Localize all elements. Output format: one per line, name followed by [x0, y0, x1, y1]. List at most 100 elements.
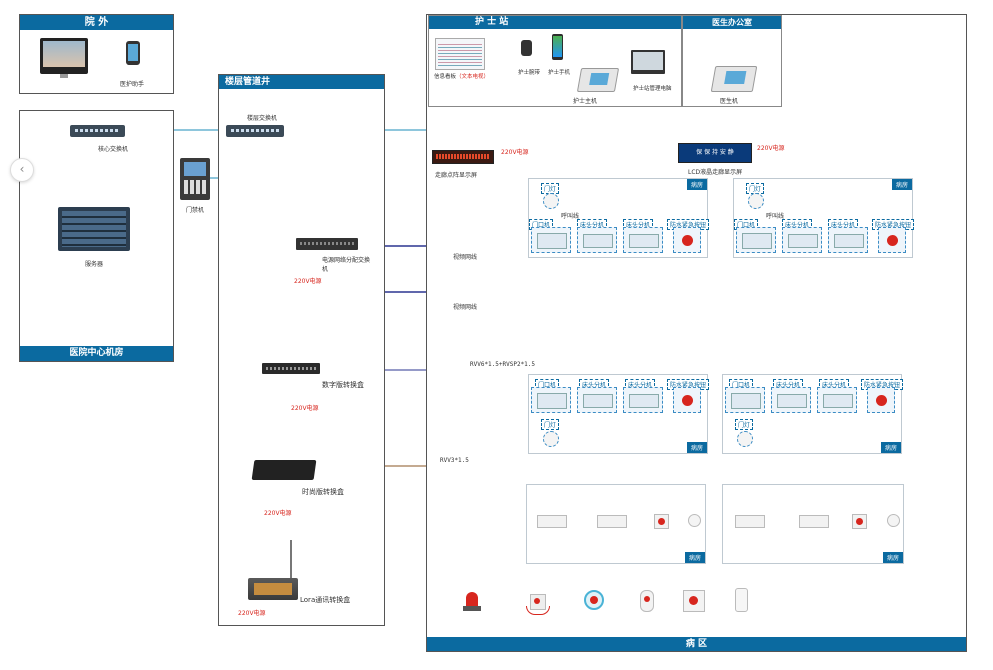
emergency-icon — [878, 227, 906, 253]
call-unit-icon — [537, 515, 567, 528]
bed-unit-icon — [623, 387, 663, 413]
siren-icon — [463, 592, 481, 612]
care-assistant-label: 医护助手 — [120, 81, 145, 88]
lora-box-label: Lora通讯转换盒 — [300, 596, 351, 604]
server-icon — [58, 207, 130, 251]
pendant-icon — [640, 590, 654, 612]
room-badge: 病房 — [684, 552, 705, 563]
nurse-phone-label: 护士手机 — [548, 70, 571, 76]
shaft-title: 楼层管道井 — [219, 75, 384, 89]
phone-icon — [126, 41, 140, 65]
room-badge: 病房 — [882, 552, 903, 563]
nurse-station-title: 护 士 站 — [429, 16, 681, 29]
call-unit-icon — [597, 515, 627, 528]
core-switch-icon — [70, 125, 125, 137]
monitor-icon — [40, 38, 88, 78]
nurse-host-label: 护士主机 — [573, 98, 598, 105]
ward-room-digital-1: 病房 门口机 床头分机 床头分机 防水紧急按钮 门灯 — [528, 374, 710, 454]
emergency-icon — [867, 387, 895, 413]
emergency-icon — [673, 387, 701, 413]
info-board-icon — [435, 38, 485, 70]
door-unit-icon — [531, 387, 571, 413]
video-line-label-2: 视频网线 — [453, 304, 478, 311]
emergency-icon — [673, 227, 701, 253]
callpen-label: 呼叫线 — [561, 213, 580, 220]
outside-panel: 院 外 医护助手 — [19, 14, 174, 94]
pull-cord-icon — [526, 594, 550, 615]
door-unit-icon — [531, 227, 571, 253]
door-light-icon — [543, 431, 559, 447]
lcd-screen-label: LCD液晶走廊显示屏 — [688, 169, 743, 176]
nurse-host-icon — [576, 68, 620, 92]
corridor-led-icon — [432, 150, 494, 164]
room-badge: 病房 — [880, 442, 901, 453]
power-network-switch-label: 电源网络分配交换机 — [322, 257, 371, 273]
power-network-switch-icon — [296, 238, 358, 250]
door-access-icon — [180, 158, 210, 200]
bed-unit-icon — [828, 227, 868, 253]
bed-unit-icon — [577, 227, 617, 253]
prev-arrow-icon[interactable]: ‹ — [10, 158, 34, 182]
call-unit-icon — [799, 515, 829, 528]
datacenter-title: 医院中心机房 — [20, 346, 173, 361]
rvv-digital-label: RVV6*1.5+RVSP2*1.5 — [470, 361, 536, 368]
outside-title: 院 外 — [20, 15, 173, 30]
nurse-watch-label: 护士腕带 — [518, 70, 541, 76]
door-light-icon — [748, 193, 764, 209]
ward-room-video-2: 病房 门灯 呼叫线 门口机 床头分机 床头分机 防水紧急按钮 — [733, 178, 915, 258]
nurse-watch-icon — [521, 40, 532, 56]
door-access-label: 门禁机 — [186, 207, 205, 214]
ward-title: 病 区 — [427, 637, 966, 651]
nurse-station-panel: 护 士 站 信息看板（文本电视） 护士腕带 护士手机 护士主机 护士站管理电脑 — [428, 15, 682, 107]
info-board-label: 信息看板（文本电视） — [434, 74, 490, 80]
bed-unit-icon — [623, 227, 663, 253]
ward-room-digital-2: 病房 门口机 床头分机 床头分机 防水紧急按钮 门灯 — [722, 374, 904, 454]
wristband-icon — [584, 590, 604, 610]
datacenter-panel: 核心交换机 服务器 医院中心机房 — [19, 110, 174, 362]
bed-unit-icon — [577, 387, 617, 413]
digital-box-icon — [262, 363, 320, 374]
lcd-screen: 保 保 持 安 静 — [678, 143, 752, 163]
room-badge: 病房 — [891, 179, 912, 190]
nurse-pc-icon — [631, 50, 665, 74]
doctor-office-title: 医生办公室 — [683, 16, 781, 29]
digital-box-label: 数字版转换盒 — [322, 381, 364, 389]
doctor-host-icon — [710, 66, 758, 92]
power-label-fashion: 220V电源 — [264, 510, 292, 517]
emergency-icon — [654, 514, 669, 529]
power-label-switch: 220V电源 — [294, 278, 322, 285]
server-label: 服务器 — [85, 261, 104, 268]
fashion-box-label: 时尚版转换盒 — [302, 488, 344, 496]
room-badge: 病房 — [686, 442, 707, 453]
bed-unit-icon — [782, 227, 822, 253]
door-light-icon — [887, 514, 900, 527]
ward-room-video-1: 病房 门灯 呼叫线 门口机 床头分机 床头分机 防水紧急按钮 — [528, 178, 710, 258]
ward-room-fashion-1: 病房 — [526, 484, 706, 564]
power-label-digital: 220V电源 — [291, 405, 319, 412]
corridor-led-label: 走廊点阵显示屏 — [435, 172, 478, 179]
fashion-box-icon — [251, 460, 317, 480]
door-light-icon — [543, 193, 559, 209]
doctor-host-label: 医生机 — [720, 98, 739, 105]
shaft-panel: 楼层管道井 — [218, 74, 385, 626]
ward-room-fashion-2: 病房 — [722, 484, 904, 564]
antenna-icon — [290, 540, 292, 598]
core-switch-label: 核心交换机 — [98, 146, 129, 153]
door-unit-icon — [725, 387, 765, 413]
nurse-pc-label: 护士站管理电脑 — [633, 86, 672, 92]
power-label-led: 220V电源 — [501, 149, 529, 156]
callpen-label: 呼叫线 — [766, 213, 785, 220]
call-unit-icon — [735, 515, 765, 528]
rvv-fashion-label: RVV3*1.5 — [440, 457, 469, 464]
floor-switch-icon — [226, 125, 284, 137]
door-light-tag: 门灯 — [735, 419, 754, 430]
door-light-icon — [737, 431, 753, 447]
bed-unit-icon — [771, 387, 811, 413]
door-light-icon — [688, 514, 701, 527]
doctor-office-panel: 医生办公室 医生机 — [682, 15, 782, 107]
emergency-icon — [852, 514, 867, 529]
door-unit-icon — [736, 227, 776, 253]
video-line-label-1: 视频网线 — [453, 254, 478, 261]
bed-unit-icon — [817, 387, 857, 413]
